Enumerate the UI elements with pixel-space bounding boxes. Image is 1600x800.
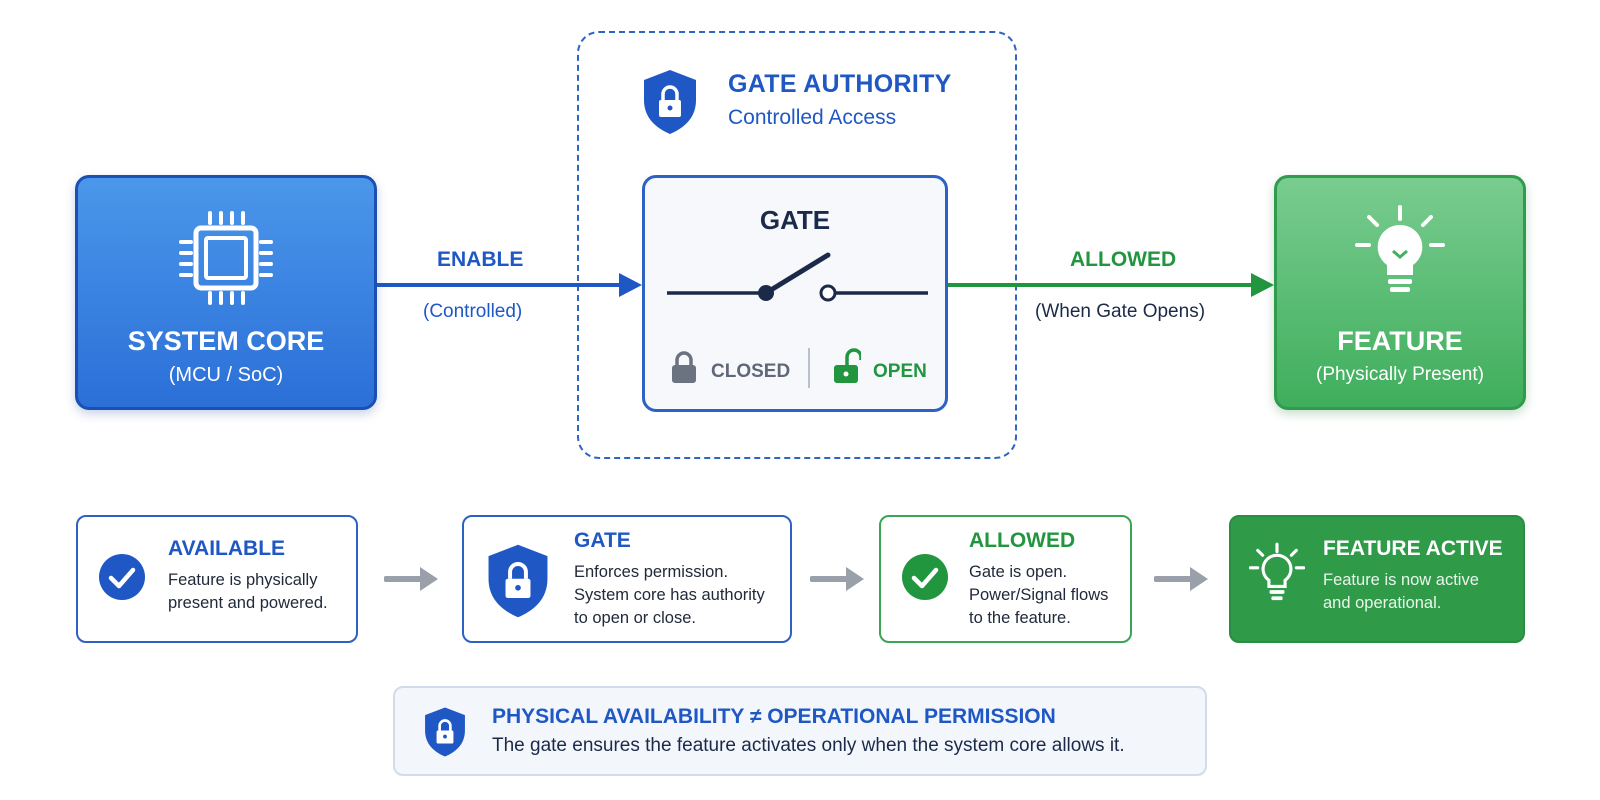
authority-title: GATE AUTHORITY — [728, 70, 952, 98]
gate-authority-region — [577, 31, 1017, 459]
arrow-right-icon — [384, 567, 438, 591]
check-circle-icon — [99, 554, 145, 600]
step-text: Feature is physically present and powere… — [168, 571, 328, 612]
step-text: Gate is open. Power/Signal flows to the … — [969, 563, 1109, 627]
enable-arrow-head — [619, 273, 642, 297]
system-core-box — [75, 175, 377, 410]
step-text: Feature is now active and operational. — [1323, 571, 1479, 612]
arrow-right-icon — [1154, 567, 1208, 591]
step-feature-active: FEATURE ACTIVE Feature is now active and… — [1229, 515, 1525, 643]
step-available: AVAILABLE Feature is physically present … — [76, 515, 358, 643]
allowed-label: ALLOWED — [1070, 248, 1177, 271]
shield-lock-icon — [425, 707, 465, 757]
switch-icon — [667, 252, 928, 302]
note-title: PHYSICAL AVAILABILITY ≠ OPERATIONAL PERM… — [492, 705, 1056, 728]
step-title: GATE — [574, 529, 631, 552]
system-core-title: SYSTEM CORE — [127, 326, 325, 356]
step-text: Enforces permission. System core has aut… — [574, 563, 765, 627]
step-title: AVAILABLE — [168, 537, 286, 560]
gate-open-label: OPEN — [873, 361, 927, 382]
gate-title: GATE — [759, 205, 831, 235]
chip-icon — [179, 211, 273, 305]
shield-lock-icon — [488, 544, 548, 618]
check-circle-icon — [902, 554, 948, 600]
allowed-arrow-head — [1251, 273, 1274, 297]
lightbulb-icon — [1249, 542, 1305, 601]
gate-closed-label: CLOSED — [711, 361, 791, 382]
allowed-sublabel: (When Gate Opens) — [1035, 301, 1206, 322]
feature-title: FEATURE — [1337, 326, 1463, 356]
summary-note — [393, 686, 1207, 776]
system-core-subtitle: (MCU / SoC) — [168, 364, 284, 386]
note-text: The gate ensures the feature activates o… — [492, 735, 1125, 756]
enable-label: ENABLE — [437, 248, 524, 271]
step-gate: GATE Enforces permission. System core ha… — [462, 515, 792, 643]
step-title: FEATURE ACTIVE — [1323, 537, 1503, 560]
lock-open-icon — [834, 348, 861, 383]
arrow-right-icon — [810, 567, 864, 591]
step-allowed: ALLOWED Gate is open. Power/Signal flows… — [879, 515, 1132, 643]
shield-lock-icon — [644, 70, 696, 134]
gate-divider — [808, 348, 810, 388]
lock-closed-icon — [672, 351, 696, 383]
enable-sublabel: (Controlled) — [423, 301, 523, 322]
authority-subtitle: Controlled Access — [728, 106, 897, 129]
lightbulb-icon — [1355, 205, 1445, 292]
step-title: ALLOWED — [969, 529, 1076, 552]
feature-subtitle: (Physically Present) — [1316, 364, 1484, 385]
